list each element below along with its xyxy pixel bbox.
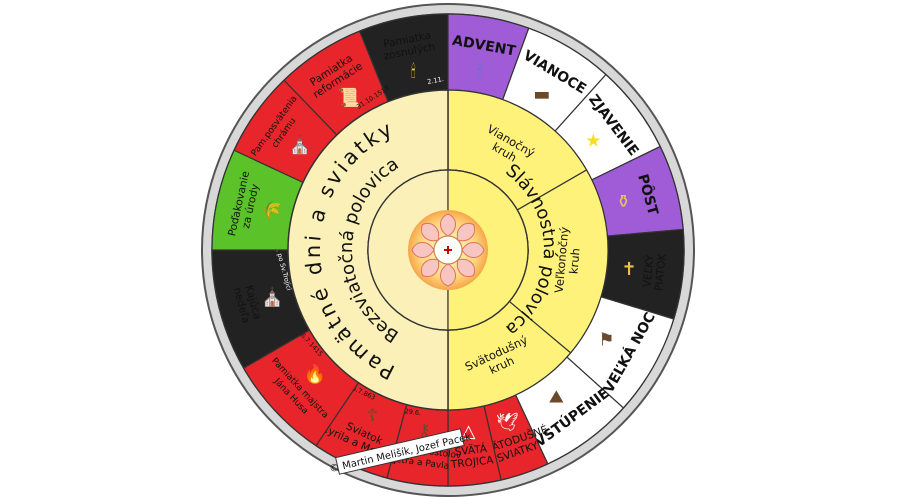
cycle-svatoduchy: Svätodušnýkruh	[447, 300, 572, 411]
segment-pamiatka-reformacie: Pamiatkareformácie📜31.10.1517	[283, 30, 391, 136]
crucifix-icon: ✝	[621, 259, 636, 280]
cycle-label: Veľkonočnýkruh	[552, 226, 585, 295]
segment-label: SVÄTÁTROJICA	[448, 441, 495, 471]
advent-candles-icon: 🕯	[477, 60, 482, 82]
segment-ring: Pamiatkazosnulých🕯2.11.ADVENT🕯VIANOCE▬ZJ…	[211, 13, 685, 487]
segment-podakovanie: Poďakovanieza úrody🌾	[211, 149, 304, 251]
cross-book-icon: ☦	[367, 406, 379, 427]
jug-icon: ⚱	[616, 191, 631, 212]
segment-velky-piatok: VEĽKÝPIATOK✝	[600, 228, 685, 320]
segment-label: VEĽKÝPIATOK	[640, 251, 669, 292]
trinity-icon: △	[462, 421, 476, 442]
segment-date: 29.6.	[404, 407, 421, 417]
segment-pamiatka-zosnulych: Pamiatkazosnulých🕯2.11.	[358, 13, 449, 103]
star-icon: ★	[585, 130, 601, 151]
scroll-icon: 📜	[338, 87, 360, 108]
wheat-icon: 🌾	[259, 201, 281, 222]
church-icon: ⛪	[289, 133, 311, 155]
cycle-velkonocny: Veľkonočnýkruh	[508, 169, 609, 354]
fire-icon: 🔥	[304, 363, 326, 385]
candle-icon: 🕯	[411, 60, 416, 82]
segment-zjavenie: ZJAVENIE★	[554, 73, 661, 181]
segment-svata-trojica: SVÄTÁTROJICA△	[447, 405, 502, 487]
jerusalem-icon: ⛪	[261, 286, 283, 308]
manger-icon: ▬	[533, 84, 550, 105]
dove-icon: 🕊	[496, 412, 519, 433]
segment-date: 2.11.	[427, 75, 445, 86]
segment-pamposvatenia: Pam.posväteniachrámu⛪	[233, 79, 338, 184]
segment-advent: ADVENT🕯	[447, 13, 530, 101]
segment-post: PÔST⚱	[591, 145, 684, 237]
ascension-icon: ⛰	[549, 386, 564, 407]
segment-vianoce: VIANOCE▬	[501, 27, 607, 132]
luther-rose-icon	[408, 210, 488, 290]
lamb-flag-icon: ⚑	[598, 330, 614, 351]
